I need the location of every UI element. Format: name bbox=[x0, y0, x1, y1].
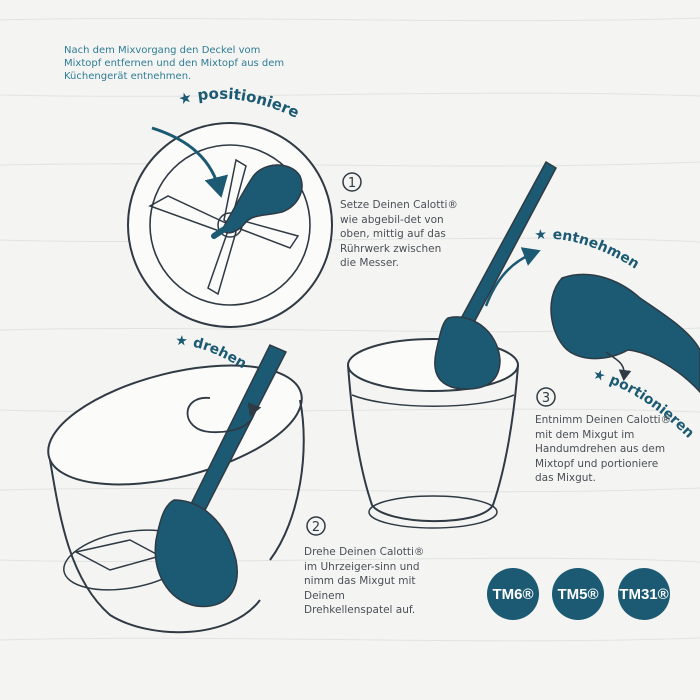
calotti-spatula-step3 bbox=[434, 160, 557, 390]
label-entnehmen: ★ entnehmen bbox=[534, 227, 642, 273]
step-number-1: 1 bbox=[342, 172, 362, 192]
step-number-3: 3 bbox=[536, 387, 556, 407]
svg-text:1: 1 bbox=[348, 176, 356, 191]
badge-tm31: TM31® bbox=[618, 568, 670, 620]
calotti-top-view bbox=[211, 164, 303, 239]
badge-tm6: TM6® bbox=[487, 568, 539, 620]
rotate-arrow bbox=[186, 397, 262, 433]
portionieren-arrow bbox=[605, 351, 632, 382]
svg-text:3: 3 bbox=[542, 391, 550, 406]
svg-text:2: 2 bbox=[312, 520, 320, 535]
entnehmen-arrow bbox=[484, 247, 541, 307]
intro-text: Nach dem Mixvorgang den Deckel vom Mixto… bbox=[64, 45, 285, 82]
step-3-text: Entnimm Deinen Calotti® mit dem Mixgut i… bbox=[535, 414, 672, 484]
step-2-text: Drehe Deinen Calotti® im Uhrzeiger-sinn … bbox=[304, 546, 425, 616]
label-positionieren: ★ positionieren bbox=[0, 0, 302, 122]
calotti-spatula-step2 bbox=[154, 344, 288, 608]
step-1-text: Setze Deinen Calotti® wie abgebil-det vo… bbox=[340, 199, 458, 269]
badge-tm5: TM5® bbox=[552, 568, 604, 620]
calotti-scoop bbox=[550, 273, 700, 394]
positionieren-arrow bbox=[151, 126, 228, 198]
step-number-2: 2 bbox=[306, 516, 326, 536]
